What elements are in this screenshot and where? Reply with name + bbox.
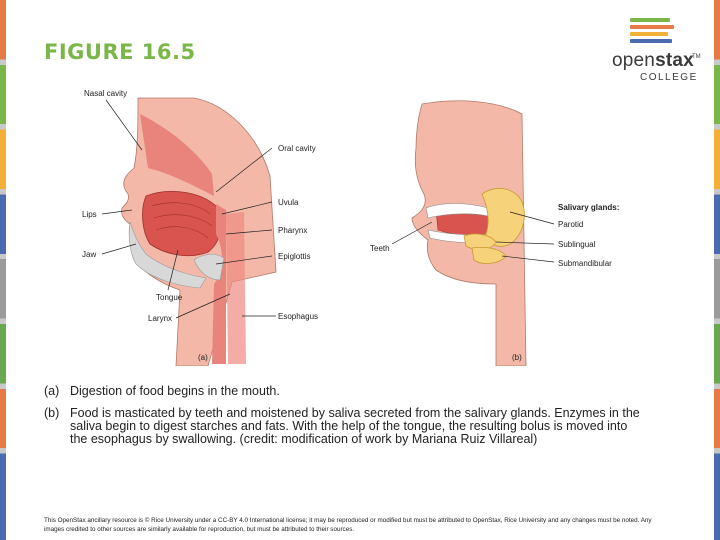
- label-parotid: Parotid: [558, 220, 583, 229]
- label-teeth: Teeth: [370, 244, 390, 253]
- caption-a: (a) Digestion of food begins in the mout…: [44, 385, 644, 398]
- label-nasal-cavity: Nasal cavity: [84, 89, 127, 98]
- logo-trademark: TM: [692, 54, 701, 60]
- label-sublingual: Sublingual: [558, 240, 596, 249]
- license-footer: This OpenStax ancillary resource is © Ri…: [44, 517, 652, 533]
- panel-a-labels: Nasal cavity Oral cavity Lips Uvula Phar…: [82, 89, 318, 362]
- label-uvula: Uvula: [278, 198, 299, 207]
- label-pharynx: Pharynx: [278, 226, 307, 235]
- label-salivary-glands: Salivary glands:: [558, 203, 619, 212]
- panel-a-head-illustration: [121, 97, 277, 366]
- openstax-logo: openstax TM COLLEGE: [606, 16, 702, 86]
- label-submandibular: Submandibular: [558, 259, 612, 268]
- panel-b-head-illustration: [411, 100, 527, 366]
- panel-b-labels: Salivary glands: Parotid Sublingual Teet…: [370, 203, 619, 362]
- digestion-figure: Nasal cavity Oral cavity Lips Uvula Phar…: [76, 84, 644, 366]
- left-color-strip: [0, 0, 6, 540]
- anatomy-illustration: Nasal cavity Oral cavity Lips Uvula Phar…: [82, 89, 619, 366]
- figure-title: FIGURE 16.5: [44, 40, 196, 64]
- leader-lines: [101, 99, 555, 319]
- logo-subtitle: COLLEGE: [640, 72, 698, 83]
- caption-b-tag: (b): [44, 406, 60, 420]
- panel-b-marker: (b): [512, 353, 522, 362]
- label-epiglottis: Epiglottis: [278, 252, 310, 261]
- label-jaw: Jaw: [82, 250, 96, 259]
- caption-b: (b) Food is masticated by teeth and mois…: [44, 407, 644, 446]
- logo-wordmark: openstax: [612, 50, 694, 71]
- label-tongue: Tongue: [156, 293, 183, 302]
- label-lips: Lips: [82, 210, 97, 219]
- label-esophagus: Esophagus: [278, 312, 318, 321]
- label-larynx: Larynx: [148, 314, 172, 323]
- caption-b-text: Food is masticated by teeth and moistene…: [70, 406, 640, 446]
- label-oral-cavity: Oral cavity: [278, 144, 316, 153]
- right-color-strip: [714, 0, 720, 540]
- caption-a-text: Digestion of food begins in the mouth.: [70, 384, 280, 398]
- panel-a-marker: (a): [198, 353, 208, 362]
- caption-a-tag: (a): [44, 384, 60, 398]
